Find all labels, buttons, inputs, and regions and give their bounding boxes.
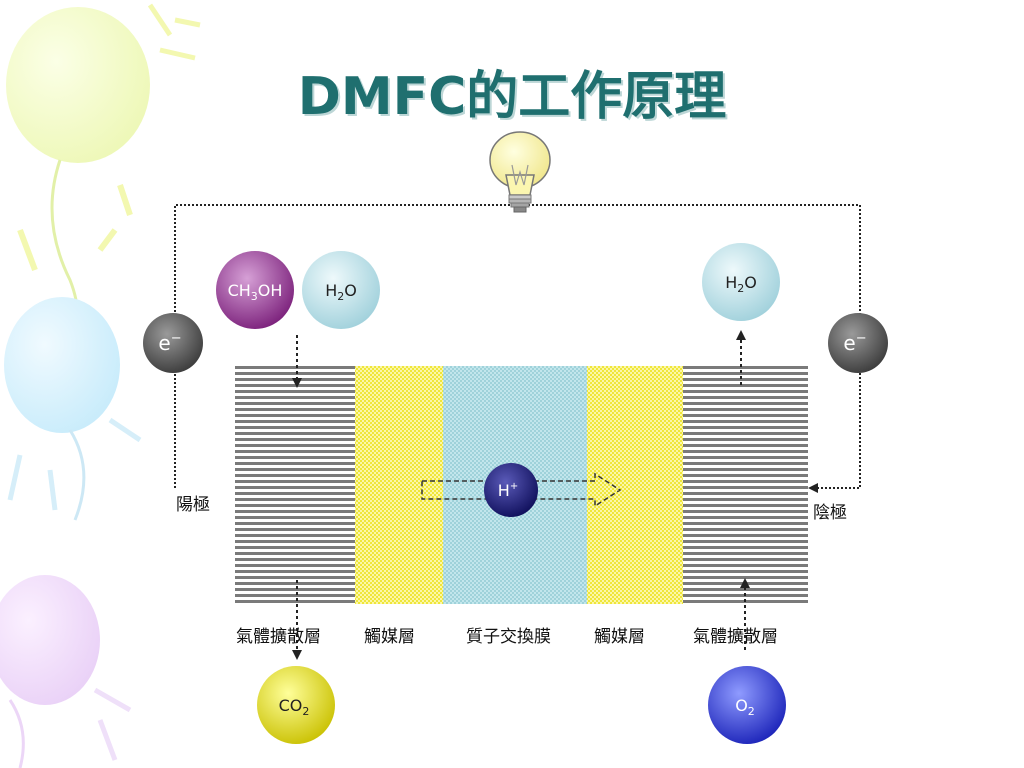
light-bulb-icon — [489, 131, 551, 213]
catalyst-layer-right — [587, 366, 683, 604]
layer-label-catalyst-right: 觸媒層 — [594, 627, 645, 647]
svg-text:e−: e− — [158, 331, 181, 355]
arrow-head-water-out — [736, 330, 746, 340]
electron-left: e− — [143, 313, 203, 373]
flow-arrows — [296, 335, 746, 650]
gas-diffusion-layer-right — [683, 366, 808, 604]
layer-label-membrane: 質子交換膜 — [466, 627, 551, 647]
blue-balloon-icon — [4, 297, 142, 521]
layer-label-gdl-left: 氣體擴散層 — [236, 627, 321, 647]
electron-right: e− — [828, 313, 888, 373]
o2-molecule: O2 — [708, 666, 786, 744]
cathode-label: 陰極 — [813, 503, 847, 523]
arrow-head-o2 — [740, 578, 750, 588]
water-molecule-out: H2O — [702, 243, 780, 321]
svg-text:O2: O2 — [735, 696, 755, 718]
catalyst-layer-left — [355, 366, 443, 604]
layer-label-gdl-right: 氣體擴散層 — [693, 627, 778, 647]
co2-molecule: CO2 — [257, 666, 335, 744]
circuit-wire — [174, 204, 861, 489]
layer-label-catalyst-left: 觸媒層 — [364, 627, 415, 647]
proton-flow-arrow — [421, 472, 622, 508]
water-molecule-in: H2O — [302, 251, 380, 329]
cathode-arrow — [808, 483, 818, 493]
anode-label: 陽極 — [176, 495, 210, 515]
arrow-head-methanol — [292, 378, 302, 388]
svg-text:H2O: H2O — [325, 281, 357, 303]
svg-text:CH3OH: CH3OH — [228, 281, 283, 303]
svg-text:H+: H+ — [498, 481, 518, 500]
svg-text:H2O: H2O — [725, 273, 757, 295]
svg-text:e−: e− — [843, 331, 866, 355]
methanol-molecule: CH3OH — [216, 251, 294, 329]
purple-balloon-icon — [0, 575, 132, 768]
proton-ion: H+ — [484, 463, 538, 517]
svg-text:CO2: CO2 — [279, 696, 310, 718]
arrow-head-co2 — [292, 650, 302, 660]
page-title: DMFC的工作原理 — [297, 67, 727, 127]
gas-diffusion-layer-left — [235, 366, 355, 604]
